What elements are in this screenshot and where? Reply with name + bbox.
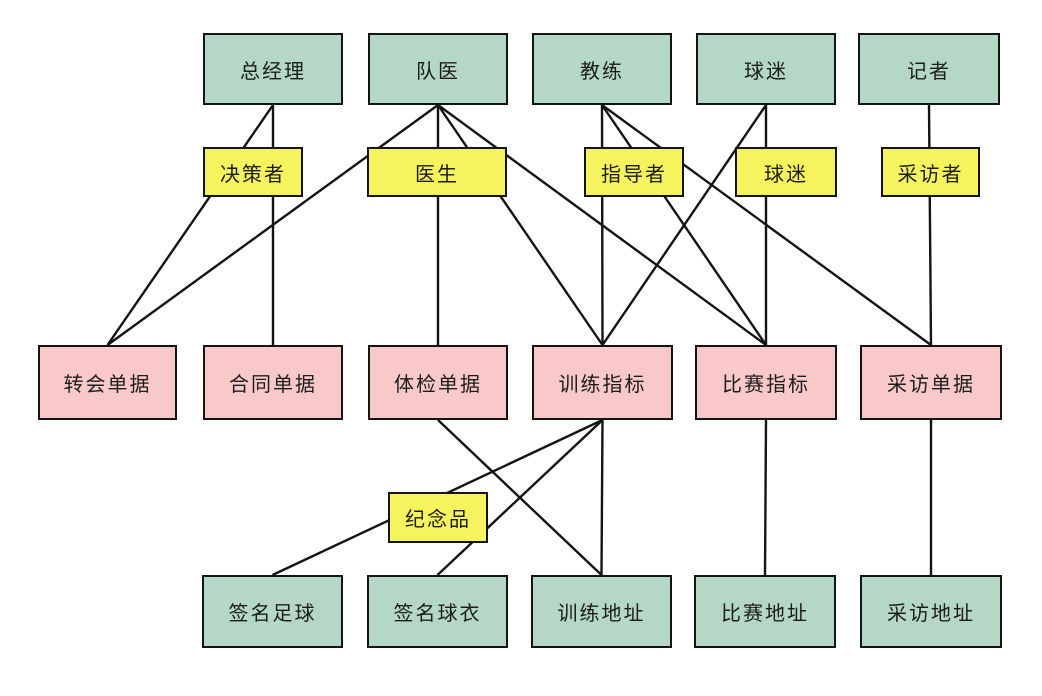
node-label-fan-role: 球迷	[764, 161, 808, 186]
node-signed-ball: 签名足球	[202, 575, 343, 648]
node-label-signed-ball: 签名足球	[228, 601, 317, 625]
node-label-training-address: 训练地址	[557, 601, 646, 625]
node-label-decision-maker: 决策者	[220, 161, 286, 186]
edge-team-doctor-transfer-doc	[106, 104, 439, 346]
node-souvenir: 纪念品	[388, 492, 488, 543]
node-interview-doc: 采访单据	[860, 345, 1002, 420]
node-training-index: 训练指标	[532, 345, 673, 420]
node-match-address: 比赛地址	[694, 575, 836, 648]
node-label-souvenir: 纪念品	[405, 507, 471, 531]
node-label-training-index: 训练指标	[558, 372, 647, 396]
edge-training-index-signed-jersey	[436, 419, 604, 576]
edge-match-index-match-address	[763, 419, 768, 576]
node-label-fan: 球迷	[744, 58, 788, 83]
node-doctor: 医生	[367, 147, 507, 197]
node-interview-address: 采访地址	[860, 575, 1002, 648]
node-interviewer: 采访者	[881, 147, 980, 197]
node-label-contract-doc: 合同单据	[229, 372, 317, 396]
node-label-interview-doc: 采访单据	[887, 372, 975, 396]
node-fan: 球迷	[696, 33, 836, 105]
node-label-doctor: 医生	[415, 161, 459, 186]
edge-general-manager-transfer-doc	[106, 104, 274, 346]
edge-team-doctor-training-index	[437, 104, 604, 346]
node-label-reporter: 记者	[907, 58, 951, 83]
node-label-match-index: 比赛指标	[722, 372, 810, 396]
node-label-general-manager: 总经理	[240, 58, 306, 83]
node-label-signed-jersey: 签名球衣	[393, 601, 482, 625]
node-decision-maker: 决策者	[203, 147, 303, 197]
node-instructor: 指导者	[584, 147, 684, 197]
node-signed-jersey: 签名球衣	[367, 575, 508, 648]
node-transfer-doc: 转会单据	[38, 345, 177, 420]
edge-coach-training-index	[600, 104, 604, 346]
edge-fan-training-index	[601, 104, 767, 346]
node-training-address: 训练地址	[531, 575, 672, 648]
node-team-doctor: 队医	[368, 33, 508, 105]
node-label-team-doctor: 队医	[416, 58, 460, 83]
edge-reporter-interview-doc	[927, 104, 933, 346]
node-coach: 教练	[532, 33, 672, 105]
node-checkup-doc: 体检单据	[368, 345, 508, 420]
node-label-match-address: 比赛地址	[721, 601, 809, 625]
node-general-manager: 总经理	[203, 33, 343, 105]
node-label-transfer-doc: 转会单据	[63, 372, 152, 396]
edge-training-index-training-address	[600, 419, 604, 576]
node-label-interview-address: 采访地址	[887, 601, 975, 625]
node-label-checkup-doc: 体检单据	[394, 372, 482, 396]
node-label-coach: 教练	[580, 58, 624, 83]
node-label-instructor: 指导者	[601, 161, 667, 186]
node-label-interviewer: 采访者	[897, 161, 964, 186]
node-reporter: 记者	[858, 33, 1000, 105]
node-contract-doc: 合同单据	[203, 345, 343, 420]
node-match-index: 比赛指标	[695, 345, 837, 420]
node-fan-role: 球迷	[735, 147, 837, 197]
